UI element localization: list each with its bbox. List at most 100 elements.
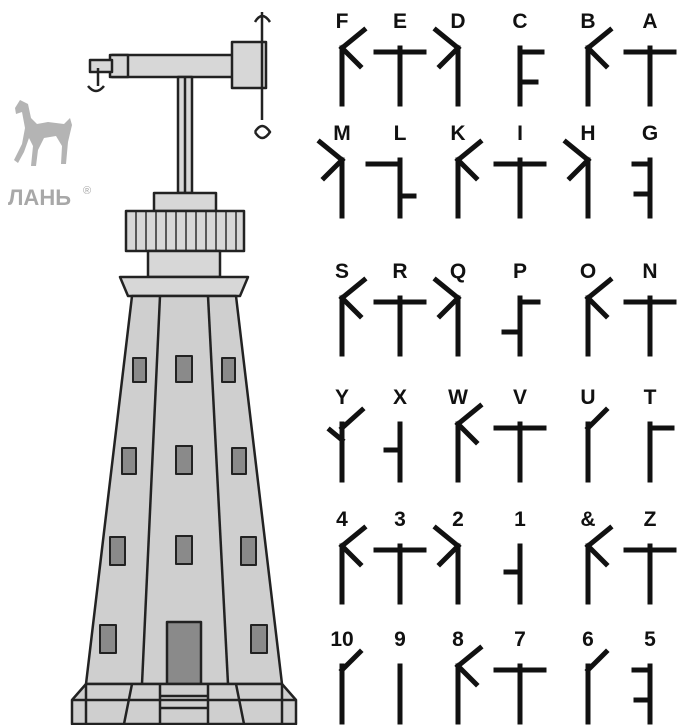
code-cell: V xyxy=(496,386,544,480)
code-label: W xyxy=(448,386,468,409)
code-label: A xyxy=(642,10,657,33)
semaphore-arm xyxy=(342,652,360,670)
code-cell: 6 xyxy=(582,628,606,722)
code-cell: T xyxy=(644,386,672,480)
code-cell: 9 xyxy=(394,628,406,722)
telegraph-tower xyxy=(72,12,296,724)
publisher-logo: ЛАНЬ ® xyxy=(8,100,91,210)
semaphore-arm xyxy=(342,546,360,564)
code-label: 5 xyxy=(644,628,656,651)
semaphore-arm xyxy=(588,48,606,66)
code-label: E xyxy=(393,10,407,33)
code-cell: X xyxy=(386,386,407,480)
semaphore-arm xyxy=(588,546,606,564)
code-label: B xyxy=(580,10,595,33)
semaphore-arm xyxy=(458,160,476,178)
code-label: 2 xyxy=(452,508,464,531)
code-cell: 2 xyxy=(436,508,464,602)
code-cell: S xyxy=(335,260,364,354)
code-cell: Z xyxy=(626,508,674,602)
code-label: I xyxy=(517,122,523,145)
code-label: 1 xyxy=(514,508,526,531)
code-label: 7 xyxy=(514,628,526,651)
code-cell: 5 xyxy=(634,628,656,722)
code-cell: M xyxy=(320,122,351,216)
code-cell: B xyxy=(580,10,610,104)
code-cell: F xyxy=(336,10,364,104)
code-label: Y xyxy=(335,386,349,409)
code-cell: 4 xyxy=(336,508,364,602)
code-label: K xyxy=(450,122,465,145)
code-label: R xyxy=(392,260,407,283)
code-label: X xyxy=(393,386,407,409)
semaphore-arm xyxy=(342,410,362,428)
semaphore-arm xyxy=(324,160,342,178)
code-label: 9 xyxy=(394,628,406,651)
code-cell: E xyxy=(376,10,424,104)
code-cell: A xyxy=(626,10,674,104)
code-cell: R xyxy=(376,260,424,354)
code-cell: 1 xyxy=(506,508,526,602)
semaphore-arm xyxy=(588,298,606,316)
semaphore-arm xyxy=(458,424,476,442)
code-cell: O xyxy=(580,260,610,354)
code-cell: C xyxy=(512,10,542,104)
code-label: L xyxy=(394,122,407,145)
code-label: O xyxy=(580,260,596,283)
semaphore-arm xyxy=(440,298,458,316)
semaphore-arm xyxy=(440,48,458,66)
semaphore-arm xyxy=(588,652,606,670)
code-cell: 7 xyxy=(496,628,544,722)
code-cell: K xyxy=(450,122,480,216)
code-cell: U xyxy=(580,386,606,480)
code-label: & xyxy=(580,508,595,531)
semaphore-arm xyxy=(440,546,458,564)
code-label: Q xyxy=(450,260,466,283)
code-cell: & xyxy=(580,508,610,602)
registered-mark: ® xyxy=(83,185,91,197)
semaphore-arm xyxy=(458,666,476,684)
code-label: 8 xyxy=(452,628,464,651)
code-cell: N xyxy=(626,260,674,354)
logo-text: ЛАНЬ xyxy=(8,185,71,210)
code-cell: 10 xyxy=(330,628,360,722)
code-cell: 3 xyxy=(376,508,424,602)
tower-base xyxy=(72,684,296,724)
tower-cap xyxy=(120,193,248,296)
code-label: P xyxy=(513,260,527,283)
semaphore-arm xyxy=(570,160,588,178)
code-label: G xyxy=(642,122,658,145)
code-label: D xyxy=(450,10,465,33)
code-label: 3 xyxy=(394,508,406,531)
tower-door xyxy=(167,622,201,684)
code-label: F xyxy=(336,10,349,33)
code-cell: D xyxy=(436,10,466,104)
code-label: M xyxy=(333,122,351,145)
code-label: 4 xyxy=(336,508,348,531)
code-cell: I xyxy=(496,122,544,216)
code-cell: W xyxy=(448,386,480,480)
code-cell: 8 xyxy=(452,628,480,722)
code-cell: Q xyxy=(436,260,466,354)
code-label: S xyxy=(335,260,349,283)
code-label: T xyxy=(644,386,657,409)
code-label: 6 xyxy=(582,628,594,651)
semaphore-arm xyxy=(342,48,360,66)
code-label: U xyxy=(580,386,595,409)
code-label: C xyxy=(512,10,527,33)
deer-logo-icon xyxy=(14,100,72,166)
code-label: V xyxy=(513,386,527,409)
semaphore-code-grid: F E D C B A M L K I H G S R Q P O N Y X W V U T 4 3 2 1 & Z 10 9 8 7 6 5 xyxy=(320,10,674,722)
code-label: H xyxy=(580,122,595,145)
code-label: N xyxy=(642,260,657,283)
code-cell: H xyxy=(566,122,596,216)
code-cell: L xyxy=(368,122,414,216)
semaphore-arms xyxy=(88,12,270,193)
code-label: Z xyxy=(644,508,657,531)
code-label: 10 xyxy=(330,628,353,651)
code-cell: Y xyxy=(330,386,362,480)
semaphore-arm xyxy=(588,410,606,428)
code-cell: P xyxy=(504,260,538,354)
code-cell: G xyxy=(634,122,658,216)
